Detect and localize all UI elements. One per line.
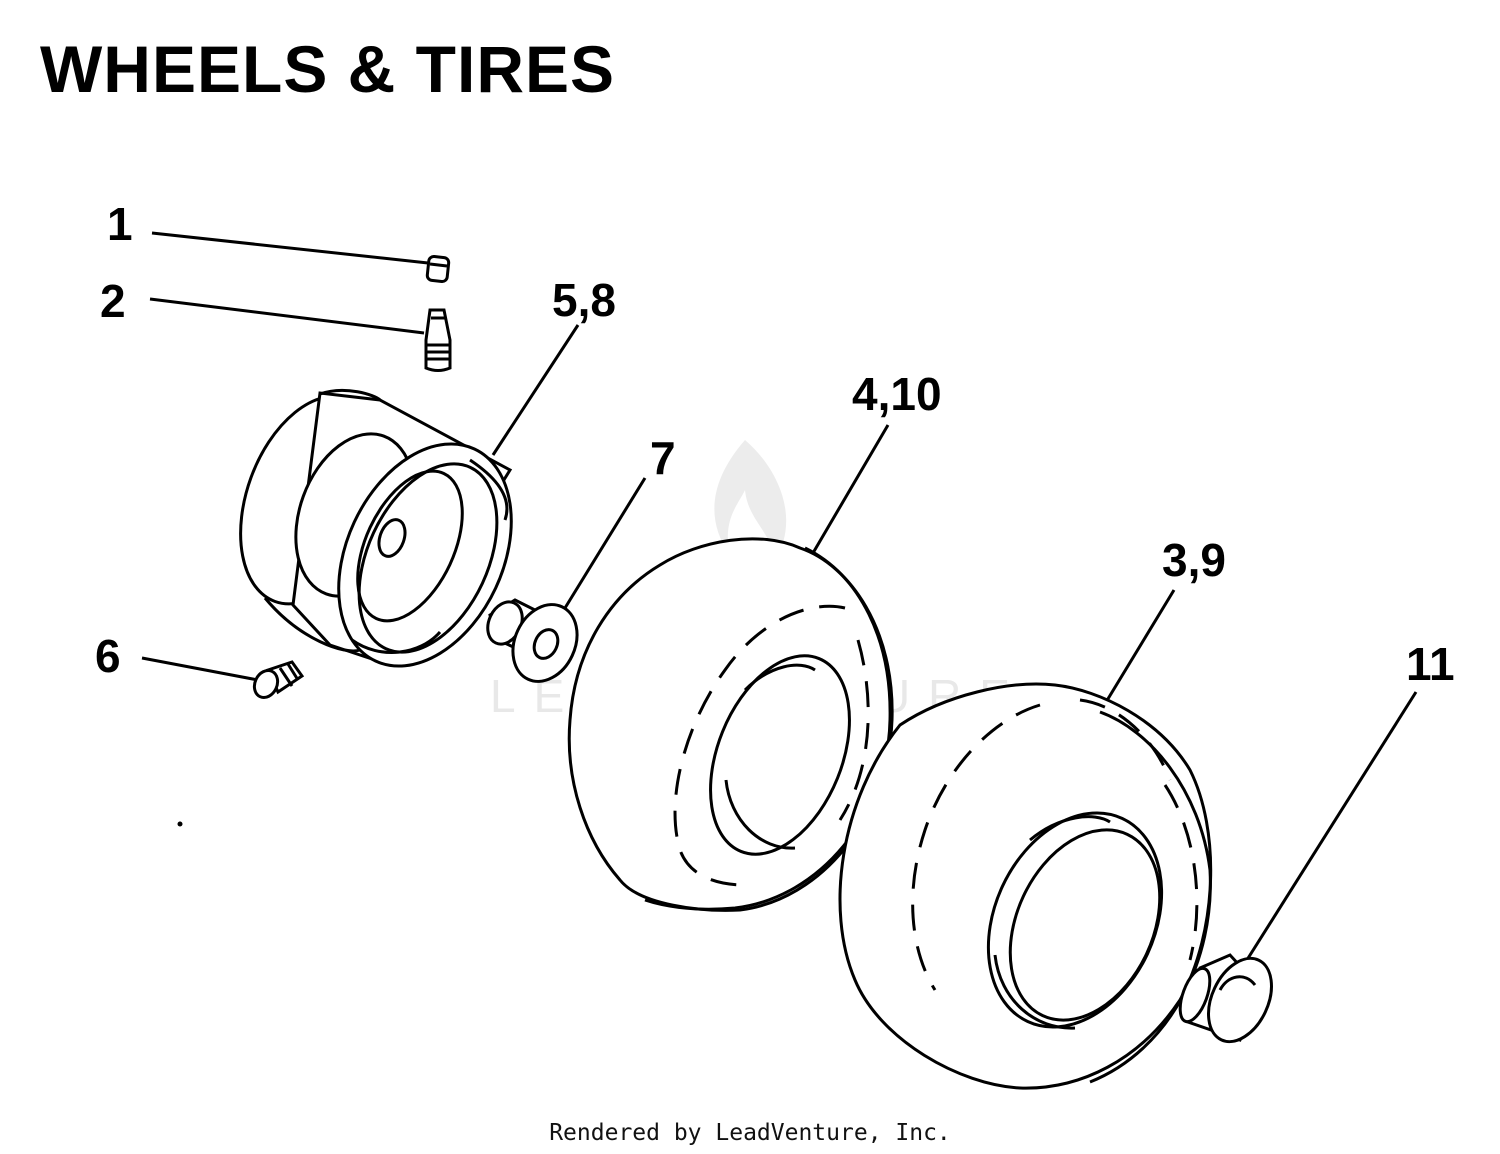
bolt-part <box>252 660 305 700</box>
leader-line-3-9 <box>1098 589 1176 713</box>
leader-line-5-8 <box>491 324 580 456</box>
leader-line-4-10 <box>811 424 890 554</box>
bushing-part <box>486 598 579 683</box>
footer-credit: Rendered by LeadVenture, Inc. <box>549 1120 951 1146</box>
hub-cap-part <box>1178 953 1273 1044</box>
callout-3-9: 3,9 <box>1162 534 1226 586</box>
callout-4-10: 4,10 <box>852 368 942 420</box>
leader-line-1 <box>151 231 429 265</box>
leader-line-7 <box>563 477 647 609</box>
callout-11: 11 <box>1406 638 1455 690</box>
tire-part-4-10 <box>567 537 894 912</box>
tire-part-3-9 <box>838 682 1213 1090</box>
callout-2: 2 <box>100 275 126 327</box>
page-title: WHEELS & TIRES <box>40 32 615 106</box>
leader-line-11 <box>1243 691 1418 964</box>
callout-5-8: 5,8 <box>552 274 616 326</box>
leader-line-6 <box>141 656 259 682</box>
callout-7: 7 <box>650 432 676 484</box>
callout-6: 6 <box>95 630 121 682</box>
valve-cap-part <box>425 255 451 283</box>
valve-stem-part <box>424 308 452 372</box>
callout-1: 1 <box>107 198 133 250</box>
leader-line-2 <box>149 297 425 335</box>
stray-dot <box>177 821 183 827</box>
wheel-rim-part <box>239 388 513 668</box>
